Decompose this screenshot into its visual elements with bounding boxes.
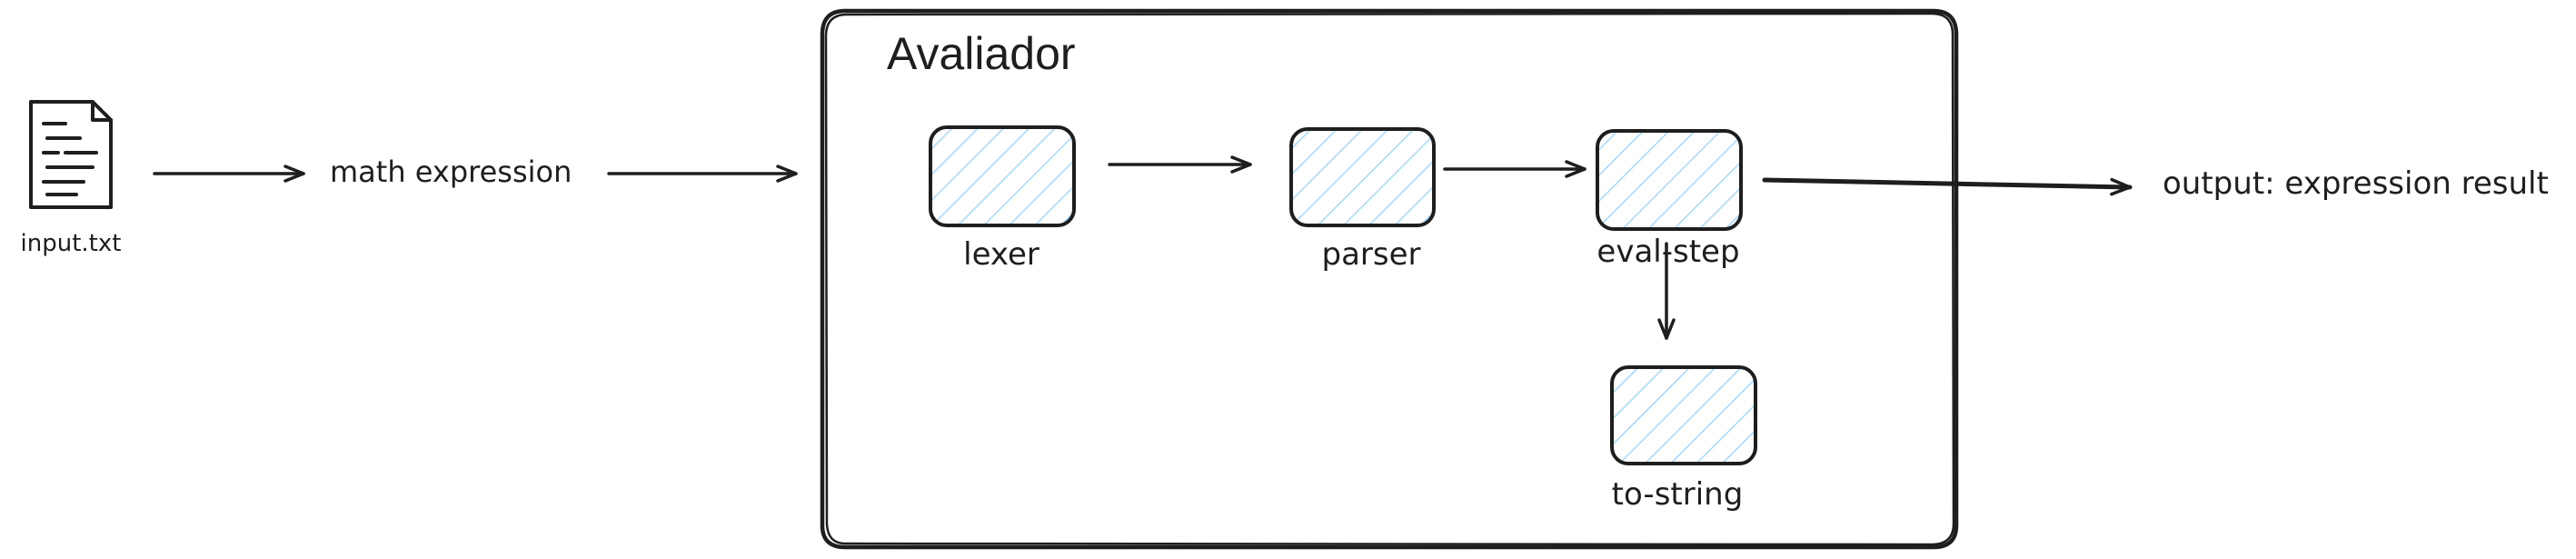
evaluator-title: Avaliador xyxy=(887,28,1076,79)
to-string-label: to-string xyxy=(1612,476,1744,513)
component-lexer: lexer xyxy=(929,125,1076,273)
component-to-string: to-string xyxy=(1610,365,1757,513)
to-string-box xyxy=(1610,365,1757,465)
document-icon xyxy=(29,100,113,209)
parser-box xyxy=(1289,127,1436,227)
lexer-box xyxy=(929,125,1076,227)
parser-label: parser xyxy=(1321,236,1420,273)
expression-label: math expression xyxy=(330,155,572,189)
component-parser: parser xyxy=(1289,127,1436,273)
arrow-eval-step-to-output xyxy=(1762,177,2133,196)
lexer-label: lexer xyxy=(963,236,1039,273)
file-label: input.txt xyxy=(21,230,122,257)
eval-step-label: eval-step xyxy=(1596,234,1739,270)
output-label: output: expression result xyxy=(2163,165,2549,202)
file-input: input.txt xyxy=(21,100,122,257)
evaluator-container: Avaliador xyxy=(820,8,1959,550)
component-eval-step: eval-step xyxy=(1596,129,1743,270)
eval-step-box xyxy=(1596,129,1743,231)
